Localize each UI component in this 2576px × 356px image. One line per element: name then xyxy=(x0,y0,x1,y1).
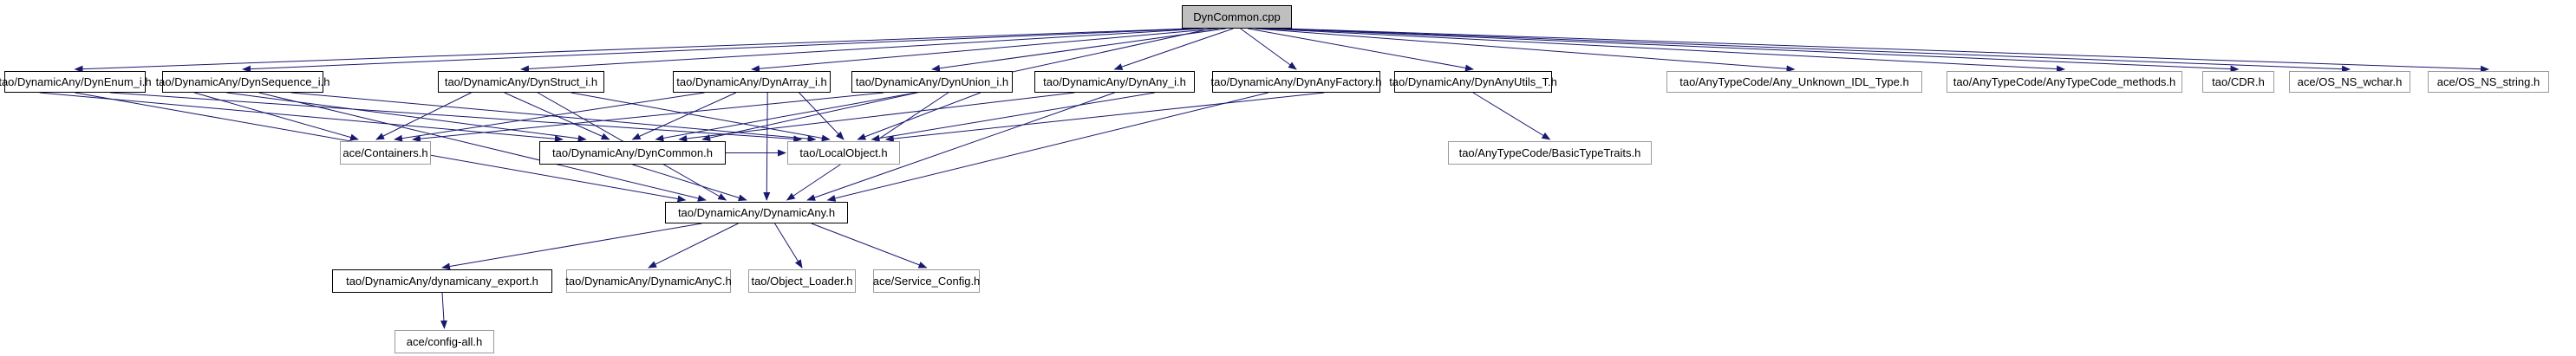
edge-array-to-containers xyxy=(394,92,705,142)
edge-struct-to-localobj xyxy=(571,92,831,142)
edge-root-to-wchar xyxy=(1277,28,2351,73)
edge-array-to-common xyxy=(631,92,737,140)
edge-export-to-configall xyxy=(440,292,447,329)
edge-array-to-localobj xyxy=(799,92,845,140)
edge-root-to-cdr xyxy=(1269,28,2240,73)
edge-dynany_i-to-common xyxy=(678,92,1075,142)
edge-utils-to-btt xyxy=(1472,92,1551,140)
edge-dynamicany-to-loader xyxy=(774,223,803,269)
graph-node-containers: ace/Containers.h xyxy=(340,141,431,165)
graph-node-unknown: tao/AnyTypeCode/Any_Unknown_IDL_Type.h xyxy=(1666,71,1922,93)
graph-node-configall: ace/config-all.h xyxy=(395,330,494,353)
graph-node-dynany_i[interactable]: tao/DynamicAny/DynAny_i.h xyxy=(1034,71,1195,93)
graph-node-array[interactable]: tao/DynamicAny/DynArray_i.h xyxy=(673,71,831,93)
edge-enum-to-localobj xyxy=(110,92,803,143)
edge-union-to-common xyxy=(655,92,916,142)
graph-node-factory[interactable]: tao/DynamicAny/DynAnyFactory.h xyxy=(1211,71,1382,93)
edge-root-to-utils xyxy=(1248,28,1474,72)
graph-node-dynamicany[interactable]: tao/DynamicAny/DynamicAny.h xyxy=(665,202,848,223)
edge-root-to-array xyxy=(751,28,1219,73)
graph-node-seq[interactable]: tao/DynamicAny/DynSequence_i.h xyxy=(156,71,329,93)
graph-node-wchar: ace/OS_NS_wchar.h xyxy=(2289,71,2410,93)
graph-node-union[interactable]: tao/DynamicAny/DynUnion_i.h xyxy=(851,71,1013,93)
edge-root-to-factory xyxy=(1240,28,1297,70)
edge-dynany_i-to-dynamicany xyxy=(806,92,1115,201)
edge-factory-to-dynamicany xyxy=(826,92,1268,202)
edge-array-to-dynamicany xyxy=(763,92,771,201)
edge-root-to-dynany_i xyxy=(1113,28,1234,70)
edge-seq-to-containers xyxy=(194,92,359,141)
graph-node-root: DynCommon.cpp xyxy=(1182,5,1292,29)
graph-node-struct[interactable]: tao/DynamicAny/DynStruct_i.h xyxy=(438,71,604,93)
edge-root-to-struct xyxy=(520,28,1204,73)
graph-node-methods: tao/AnyTypeCode/AnyTypeCode_methods.h xyxy=(1947,71,2182,93)
edge-dynamicany-to-svcconf xyxy=(811,223,928,269)
graph-node-btt: tao/AnyTypeCode/BasicTypeTraits.h xyxy=(1448,141,1652,165)
edge-union-to-localobj xyxy=(857,92,981,140)
edge-seq-to-common xyxy=(226,92,587,142)
edge-dynamicany-to-export xyxy=(441,223,702,270)
edge-root-to-methods xyxy=(1262,28,2065,73)
edge-root-to-union xyxy=(931,28,1226,72)
edge-seq-to-localobj xyxy=(290,92,817,143)
edge-union-to-containers xyxy=(412,92,884,143)
edge-root-to-unknown xyxy=(1255,28,1796,73)
graph-node-loader: tao/Object_Loader.h xyxy=(748,269,856,293)
edge-root-to-enum xyxy=(74,28,1190,73)
graph-node-export[interactable]: tao/DynamicAny/dynamicany_export.h xyxy=(332,269,552,293)
graph-node-svcconf: ace/Service_Config.h xyxy=(873,269,980,293)
edge-dynany_i-to-localobj xyxy=(871,92,1155,142)
graph-node-string: ace/OS_NS_string.h xyxy=(2428,71,2549,93)
edge-struct-to-common xyxy=(504,92,610,140)
edge-enum-to-common xyxy=(39,92,564,143)
edge-seq-to-dynamicany xyxy=(258,92,707,202)
edge-common-to-dynamicany xyxy=(632,164,747,202)
graph-node-utils[interactable]: tao/DynamicAny/DynAnyUtils_T.h xyxy=(1389,71,1557,93)
edge-root-to-string xyxy=(1284,28,2489,73)
edge-dynamicany-to-anyc xyxy=(648,223,739,269)
graph-node-enum[interactable]: tao/DynamicAny/DynEnum_i.h xyxy=(0,71,152,93)
graph-node-anyc: tao/DynamicAny/DynamicAnyC.h xyxy=(565,269,732,293)
edge-struct-to-containers xyxy=(375,92,472,140)
graph-node-common[interactable]: tao/DynamicAny/DynCommon.h xyxy=(539,141,726,165)
graph-node-localobj: tao/LocalObject.h xyxy=(787,141,900,165)
edge-root-to-seq xyxy=(242,28,1197,73)
edge-factory-to-localobj xyxy=(884,92,1325,143)
graph-node-cdr: tao/CDR.h xyxy=(2202,71,2274,93)
